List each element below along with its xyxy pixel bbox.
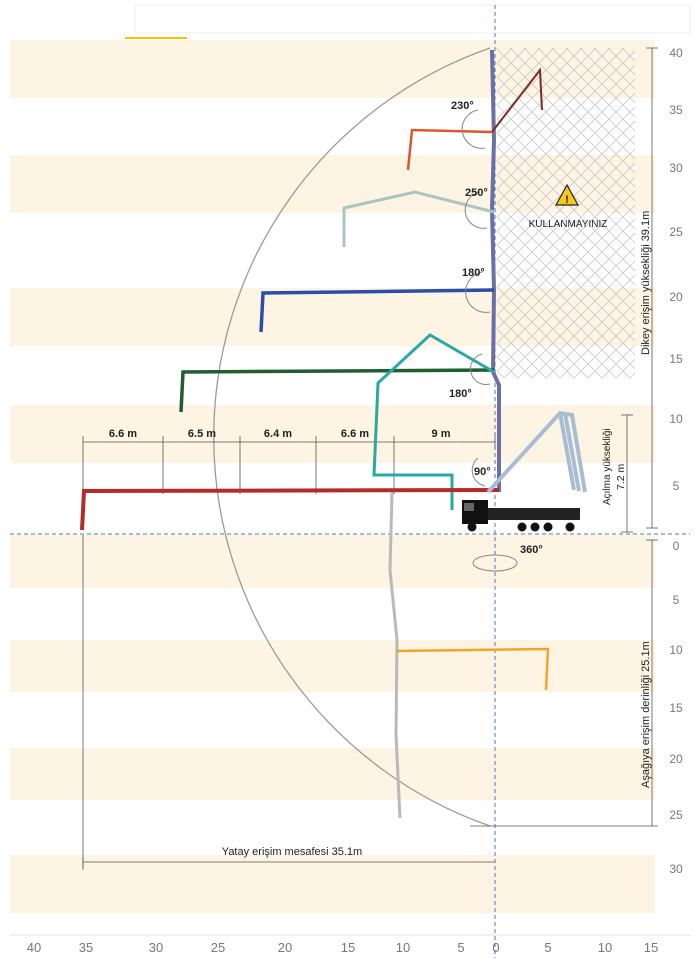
downward-reach-label: Aşağıya erişim derinliği 25.1m	[640, 641, 652, 788]
segment-label: 6.6 m	[341, 428, 369, 440]
angle-180-upper-label: 180°	[462, 267, 485, 279]
bottom-axis: 40 35 30 25 20 15 10 5 0 5 10 15	[27, 940, 658, 955]
angle-labels: 230° 250° 180° 180° 90° 360°	[449, 100, 543, 556]
segment-label: 9 m	[432, 428, 451, 440]
tick-label: 20	[669, 290, 683, 304]
right-axis-bottom: 0 5 10 15 20 25 30	[669, 539, 683, 876]
tick-label: 5	[673, 593, 680, 607]
tick-label: 25	[211, 940, 225, 955]
boom-teal	[372, 333, 495, 510]
tick-label: 15	[341, 940, 355, 955]
tick-label: 35	[79, 940, 93, 955]
tick-label: 30	[669, 862, 683, 876]
tick-label: 40	[27, 940, 41, 955]
boom-blue	[259, 288, 495, 333]
tick-label: 10	[669, 412, 683, 426]
angle-360-label: 360°	[520, 544, 543, 556]
angle-250-label: 250°	[465, 187, 488, 199]
tick-label: 15	[669, 701, 683, 715]
tick-label: 5	[457, 940, 464, 955]
tick-label: 10	[598, 940, 612, 955]
tick-label: 10	[669, 643, 683, 657]
boom-grey	[388, 491, 402, 819]
angle-180-lower-label: 180°	[449, 388, 472, 400]
boom-orange-top	[406, 128, 493, 171]
segment-label: 6.5 m	[188, 428, 216, 440]
downward-reach-dimension	[470, 539, 658, 827]
header-accent	[125, 37, 187, 39]
unfold-height-dimension	[621, 414, 633, 533]
segment-label: 6.6 m	[109, 428, 137, 440]
tick-label: 25	[669, 808, 683, 822]
tick-label: 5	[544, 940, 551, 955]
tick-label: 15	[644, 940, 658, 955]
tick-label: 40	[669, 46, 683, 60]
boom-yellow	[395, 647, 550, 691]
warning-icon: !	[554, 183, 580, 206]
truck-icon	[462, 500, 580, 532]
tick-label: 5	[673, 479, 680, 493]
tick-label: 20	[669, 752, 683, 766]
warning-label: KULLANMAYINIZ	[529, 219, 608, 230]
folded-boom	[486, 410, 587, 494]
tick-label: 10	[396, 940, 410, 955]
segment-dimension	[82, 436, 496, 494]
boom-red	[80, 488, 500, 531]
vertical-reach-dimension	[646, 47, 658, 529]
header-box	[134, 4, 691, 34]
boom-brown	[491, 67, 543, 133]
tick-label: 25	[669, 225, 683, 239]
angle-arcs	[461, 109, 518, 572]
unfold-height-value: 7.2 m	[615, 463, 627, 490]
reach-circle	[213, 47, 491, 827]
tick-label: 20	[278, 940, 292, 955]
horizontal-reach-label: Yatay erişim mesafesi 35.1m	[222, 846, 362, 858]
segment-labels: 6.6 m 6.5 m 6.4 m 6.6 m 9 m	[109, 428, 451, 440]
right-axis-top: 40 35 30 25 20 15 10 5	[669, 46, 683, 493]
vertical-reach-label: Dikey erişim yüksekliği 39.1m	[640, 211, 652, 355]
boom-light	[342, 190, 495, 247]
tick-label: 35	[669, 103, 683, 117]
tick-label: 30	[149, 940, 163, 955]
no-use-zone	[497, 48, 635, 378]
tick-label: 30	[669, 161, 683, 175]
unfold-height-label: Açılma yüksekliği	[602, 428, 613, 505]
angle-90-label: 90°	[474, 466, 491, 478]
horizontal-reach-dimension	[82, 535, 495, 870]
segment-label: 6.4 m	[264, 428, 292, 440]
tick-label: 0	[673, 539, 680, 553]
tick-label: 15	[669, 352, 683, 366]
angle-230-label: 230°	[451, 100, 474, 112]
tick-label: 0	[492, 940, 499, 955]
svg-text:!: !	[565, 194, 569, 206]
